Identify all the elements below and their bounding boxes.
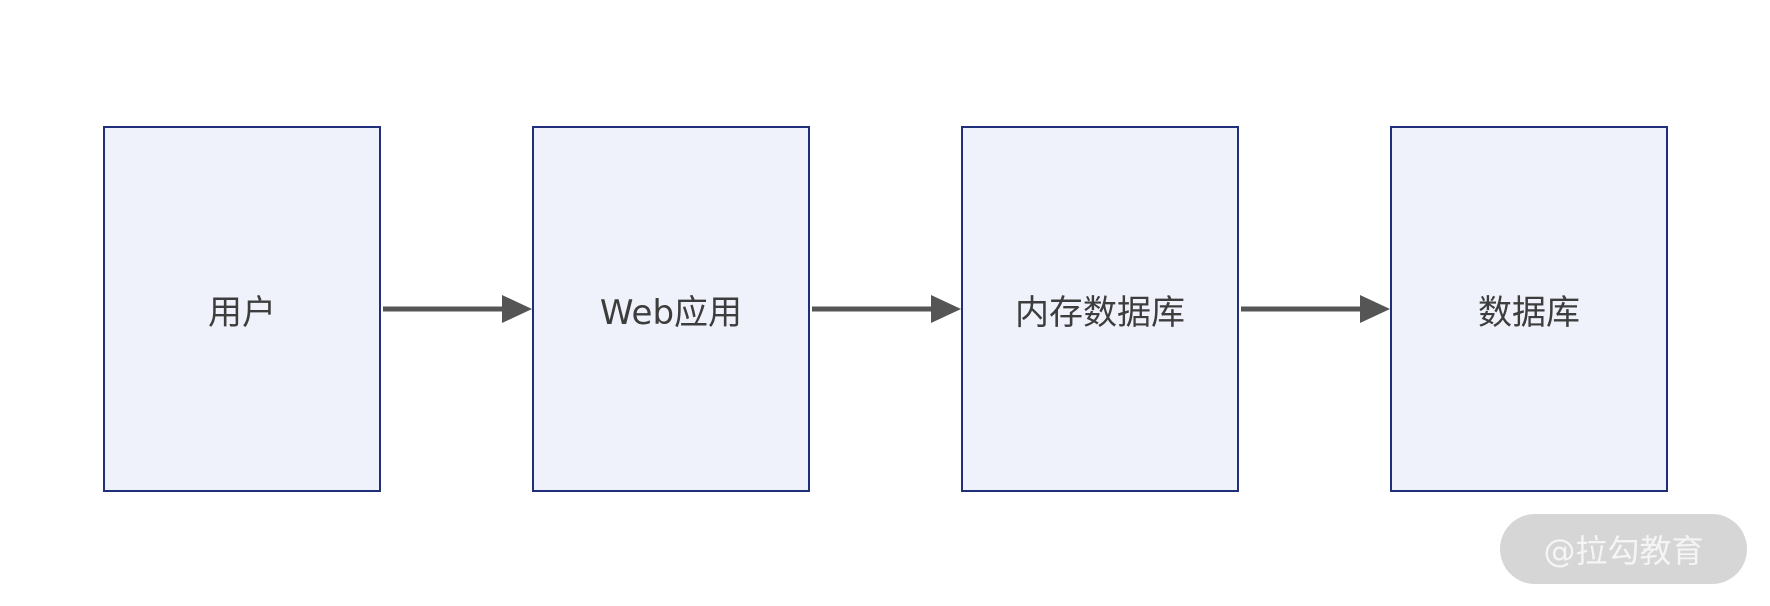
node-user: 用户 <box>103 126 381 492</box>
node-memory-database: 内存数据库 <box>961 126 1239 492</box>
node-memory-database-label: 内存数据库 <box>1015 292 1185 333</box>
node-database-label: 数据库 <box>1478 292 1580 333</box>
node-user-label: 用户 <box>208 292 276 333</box>
node-database: 数据库 <box>1390 126 1668 492</box>
arrow-web-to-memdb <box>812 295 961 323</box>
watermark-badge: @拉勾教育 <box>1500 514 1747 584</box>
node-web-app: Web应用 <box>532 126 810 492</box>
watermark-text: @拉勾教育 <box>1543 532 1704 570</box>
arrow-user-to-web <box>383 295 532 323</box>
node-web-app-label: Web应用 <box>599 292 743 333</box>
arrow-memdb-to-db <box>1241 295 1390 323</box>
